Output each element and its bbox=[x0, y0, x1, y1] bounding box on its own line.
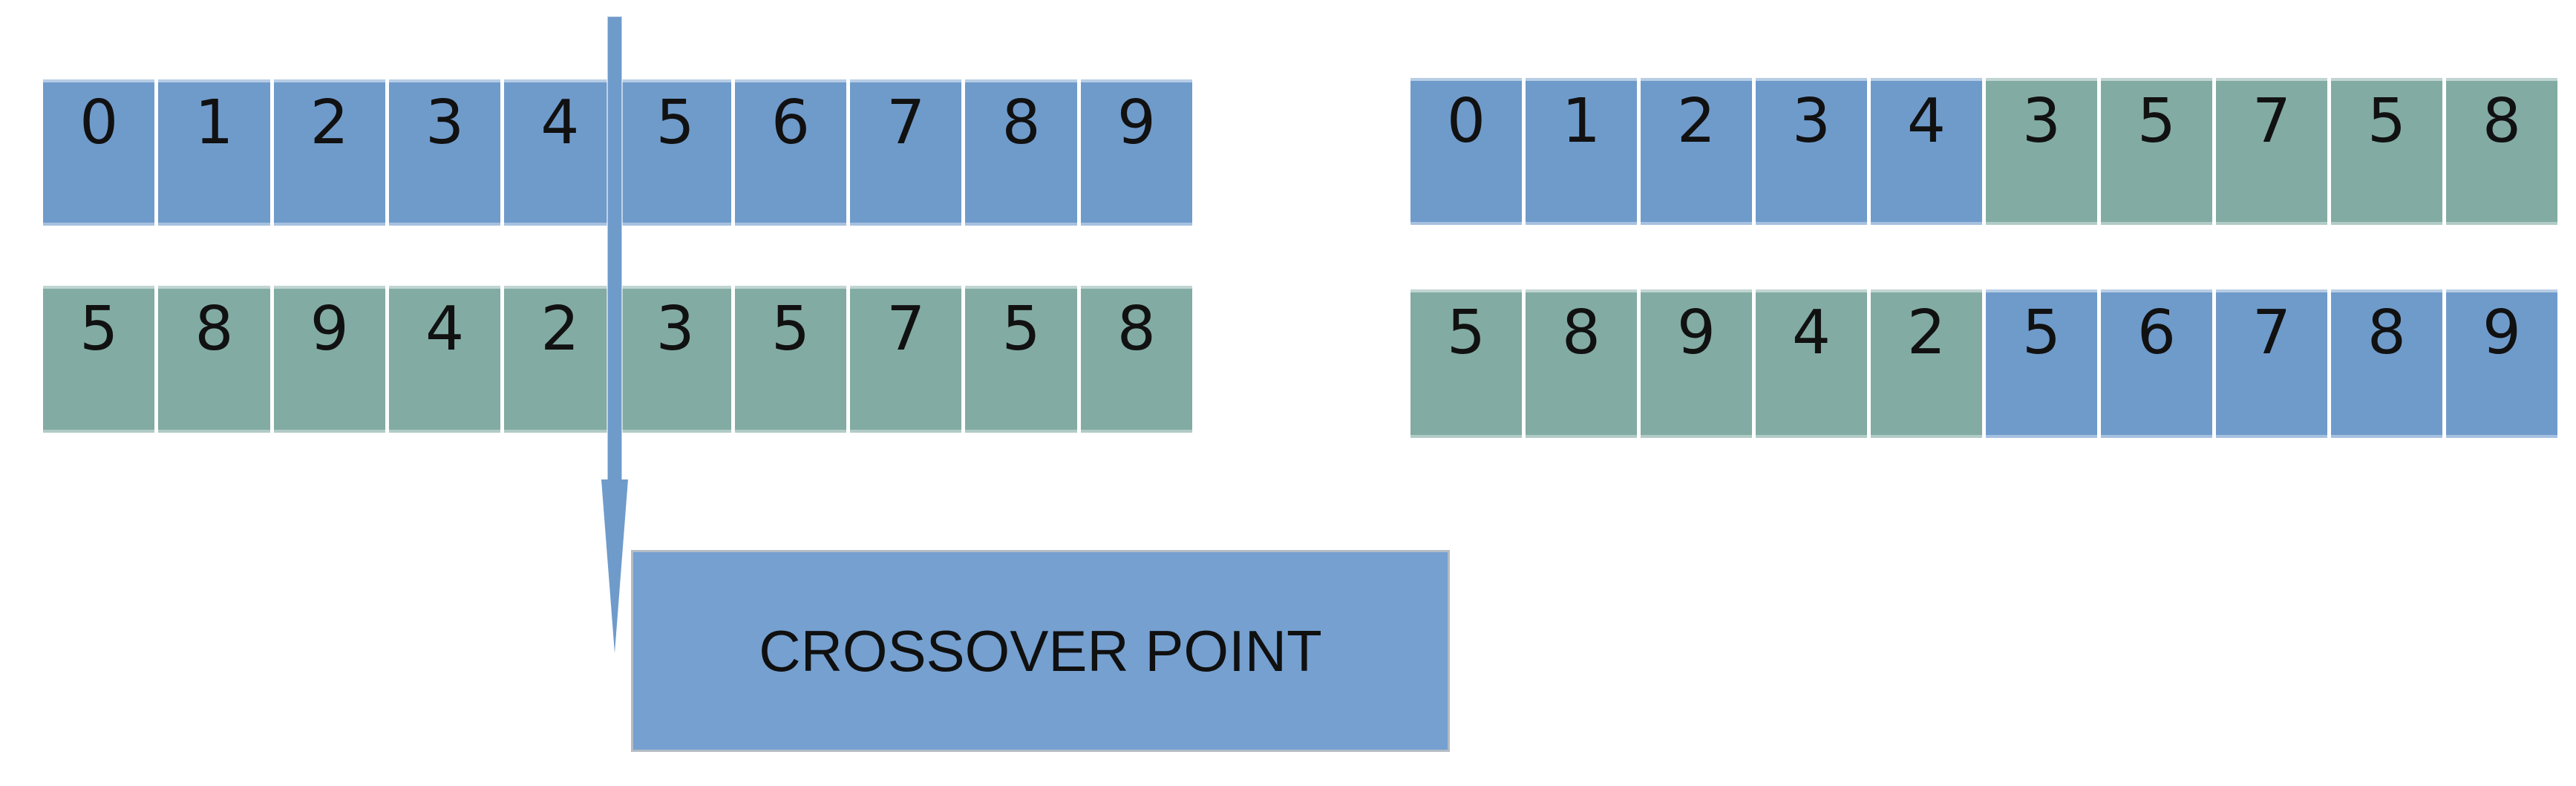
gene-cell: 6 bbox=[2101, 289, 2212, 438]
gene-cell: 3 bbox=[388, 79, 501, 226]
gene-cell: 8 bbox=[158, 286, 270, 433]
gene-cell: 6 bbox=[734, 79, 847, 226]
gene-cell: 2 bbox=[504, 286, 616, 433]
gene-cell: 5 bbox=[619, 79, 731, 226]
gene-cell: 5 bbox=[734, 286, 847, 433]
gene-cell: 7 bbox=[850, 79, 962, 226]
gene-cell: 9 bbox=[2446, 289, 2557, 438]
gene-cell: 5 bbox=[965, 286, 1077, 433]
gene-cell: 8 bbox=[2331, 289, 2442, 438]
crossover-arrow-icon bbox=[601, 16, 628, 653]
gene-cell: 9 bbox=[1641, 289, 1752, 438]
gene-cell: 5 bbox=[2331, 78, 2442, 225]
gene-cell: 7 bbox=[850, 286, 962, 433]
gene-cell: 9 bbox=[1080, 79, 1192, 226]
gene-cell: 3 bbox=[1986, 78, 2097, 225]
gene-cell: 2 bbox=[1871, 289, 1982, 438]
gene-cell: 5 bbox=[1986, 289, 2097, 438]
gene-cell: 8 bbox=[1526, 289, 1637, 438]
gene-cell: 2 bbox=[1641, 78, 1752, 225]
gene-cell: 1 bbox=[158, 79, 270, 226]
gene-cell: 7 bbox=[2216, 78, 2327, 225]
gene-cell: 9 bbox=[273, 286, 385, 433]
gene-cell: 4 bbox=[1871, 78, 1982, 225]
gene-cell: 2 bbox=[273, 79, 385, 226]
gene-cell: 5 bbox=[2101, 78, 2212, 225]
crossover-point-label: CROSSOVER POINT bbox=[759, 618, 1322, 684]
gene-cell: 0 bbox=[1410, 78, 1522, 225]
gene-cell: 0 bbox=[43, 79, 155, 226]
gene-cell: 3 bbox=[1756, 78, 1867, 225]
gene-cell: 4 bbox=[388, 286, 501, 433]
gene-cell: 8 bbox=[2446, 78, 2557, 225]
gene-cell: 5 bbox=[43, 286, 155, 433]
gene-cell: 8 bbox=[965, 79, 1077, 226]
gene-cell: 4 bbox=[504, 79, 616, 226]
gene-cell: 4 bbox=[1756, 289, 1867, 438]
gene-cell: 7 bbox=[2216, 289, 2327, 438]
crossover-point-box: CROSSOVER POINT bbox=[631, 550, 1450, 752]
gene-cell: 3 bbox=[619, 286, 731, 433]
gene-cell: 8 bbox=[1080, 286, 1192, 433]
gene-cell: 5 bbox=[1410, 289, 1522, 438]
gene-cell: 1 bbox=[1526, 78, 1637, 225]
